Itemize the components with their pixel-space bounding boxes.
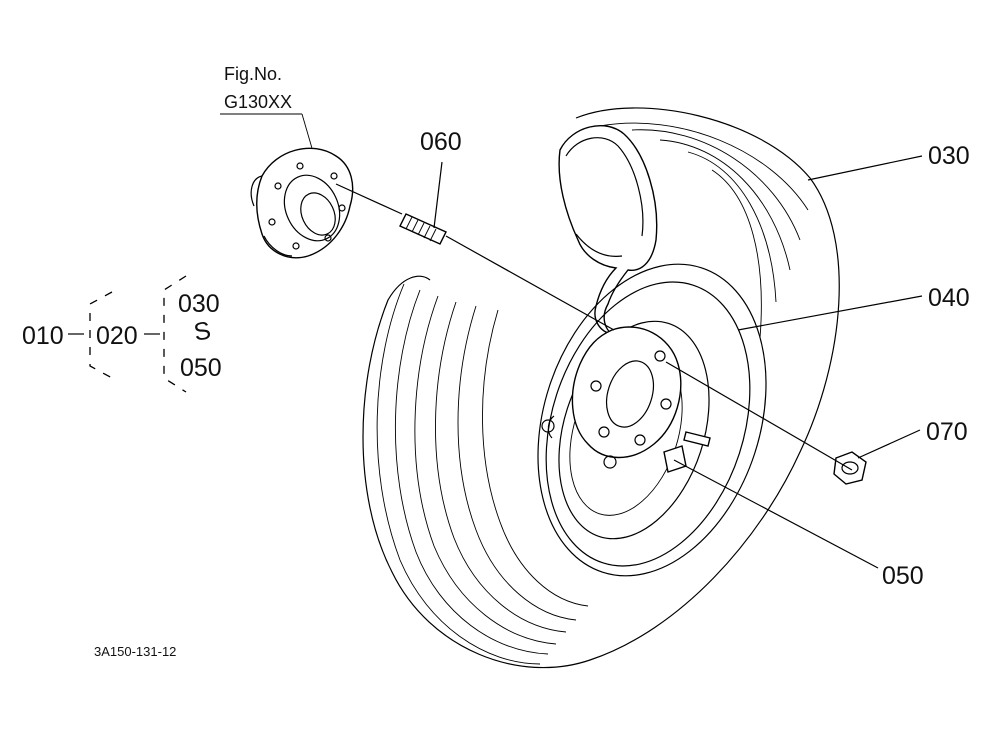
label-050: 050: [882, 562, 924, 590]
part-labels: 060 030 040 070 050: [420, 128, 970, 590]
drawing-code: 3A150-131-12: [94, 644, 176, 659]
leader-lines: [335, 155, 923, 569]
tire-030: [362, 107, 840, 669]
hub-assembly: [250, 147, 354, 259]
figure-number: G130XX: [224, 92, 292, 112]
hierarchy-010: 010: [22, 322, 64, 350]
nut-070: [833, 451, 867, 485]
figure-caption: Fig.No.: [224, 64, 282, 84]
label-040: 040: [928, 284, 970, 312]
assembly-hierarchy: 010 020 030 S 050: [22, 275, 222, 393]
label-070: 070: [926, 418, 968, 446]
hierarchy-050: 050: [180, 354, 222, 382]
hierarchy-030: 030: [178, 290, 220, 318]
rim-040: [537, 263, 767, 577]
hierarchy-020: 020: [96, 322, 138, 350]
label-060: 060: [420, 128, 462, 156]
hierarchy-range-symbol: S: [192, 316, 213, 346]
figure-reference: Fig.No. G130XX: [220, 64, 317, 163]
label-030: 030: [928, 142, 970, 170]
stud-060: [399, 213, 447, 245]
valve-050: [663, 431, 711, 473]
